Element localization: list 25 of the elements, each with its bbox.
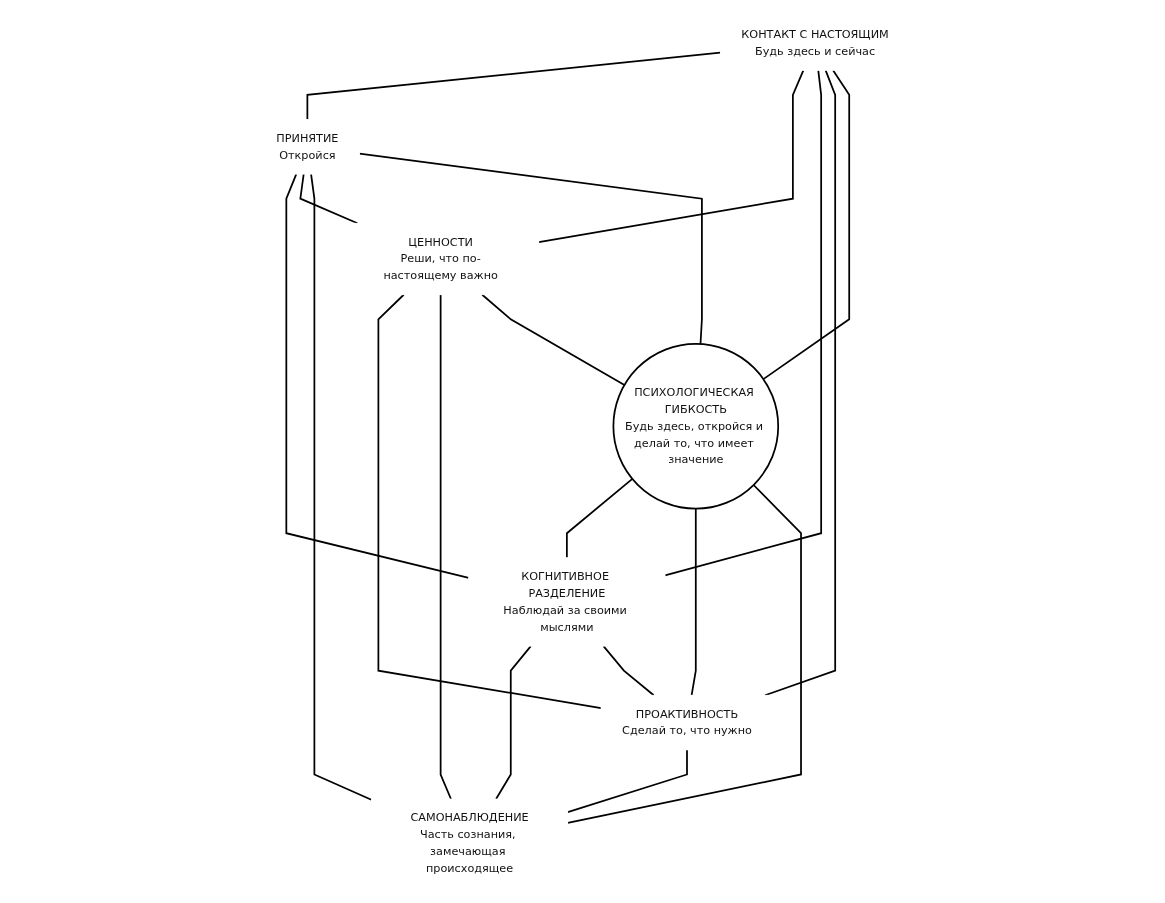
connector [285, 173, 470, 579]
connector [306, 51, 722, 121]
connector [764, 69, 837, 697]
node-text: САМОНАБЛЮДЕНИЕ Часть сознания, замечающая происходящее [410, 810, 529, 875]
connector [664, 69, 823, 577]
connector [481, 293, 626, 386]
connector [537, 69, 805, 244]
connector [439, 293, 452, 800]
connector [566, 478, 634, 559]
connector [566, 749, 688, 814]
connector [358, 152, 703, 345]
connector [495, 645, 532, 800]
connector [310, 173, 373, 801]
node-text: КОНТАКТ С НАСТОЯЩИМ Будь здесь и сейчас [741, 27, 889, 58]
node-text: ПРИНЯТИЕ Откройся [276, 131, 339, 162]
connector [602, 645, 655, 697]
connector [299, 173, 359, 225]
connector [762, 69, 851, 380]
node-circle: ПСИХОЛОГИЧЕСКАЯ ГИБКОСТЬ Будь здесь, откройся и делай то, что имеет значение [612, 342, 780, 510]
connector [566, 484, 802, 824]
node-text: КОГНИТИВНОЕ РАЗДЕЛЕНИЕ Наблюдай за своими мыслями [503, 569, 627, 634]
node-text: ЦЕННОСТИ Реши, что по-настоящему важно [383, 235, 498, 283]
connector [377, 293, 602, 709]
node-text: ПРОАКТИВНОСТЬ Сделай то, что нужно [622, 707, 752, 738]
connector [690, 507, 697, 697]
